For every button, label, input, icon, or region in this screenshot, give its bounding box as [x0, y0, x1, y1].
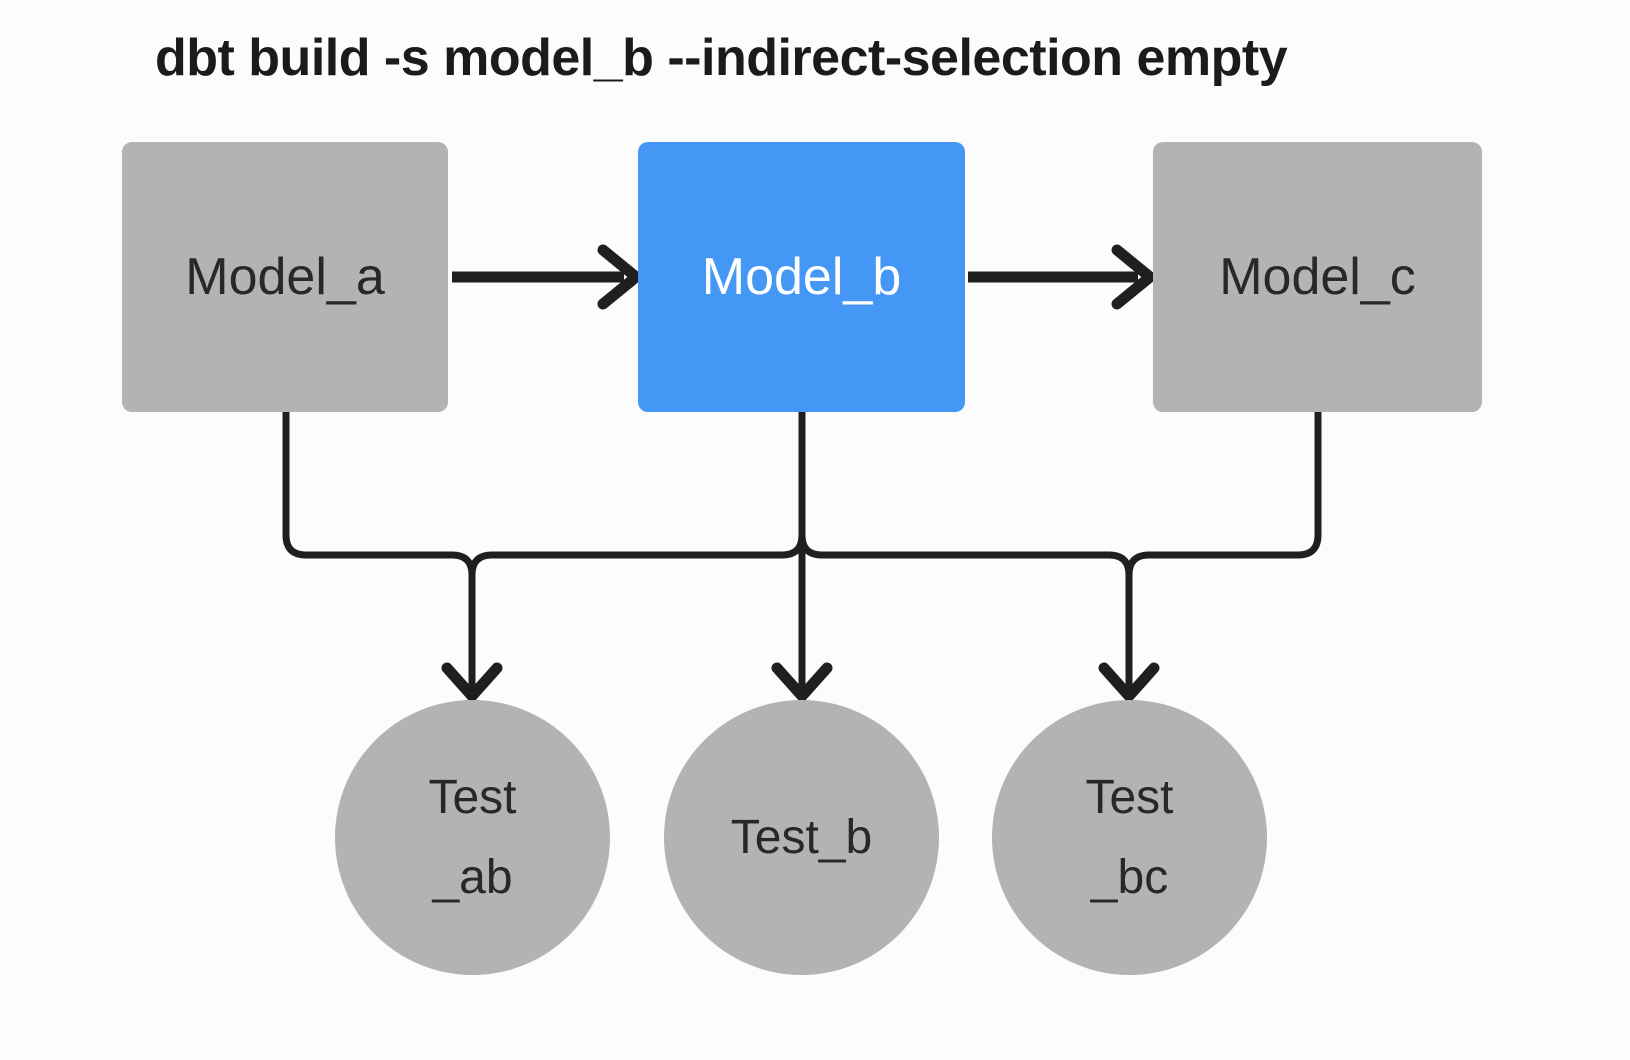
arrowhead-test-ab-icon	[441, 662, 503, 702]
node-model-b-selected: Model_b	[638, 142, 965, 412]
edge-model-c-to-test-bc	[1125, 412, 1322, 692]
node-test-ab-label-line1: Test	[428, 771, 517, 825]
node-test-bc-label-line1: Test	[1085, 771, 1174, 825]
node-test-b-label: Test_b	[730, 810, 873, 864]
arrowhead-test-bc-icon	[1098, 662, 1160, 702]
arrowhead-test-b-icon	[771, 662, 833, 702]
node-model-a: Model_a	[122, 142, 448, 412]
edge-model-b-to-test-bc	[798, 412, 1133, 692]
node-model-b-label: Model_b	[701, 248, 902, 306]
node-test-ab: Test _ab	[335, 700, 610, 975]
node-model-c: Model_c	[1153, 142, 1482, 412]
edge-model-b-to-test-ab	[468, 412, 806, 692]
node-test-bc-label-line2: _bc	[1090, 850, 1169, 904]
arrowhead-model-c-icon	[1111, 244, 1156, 310]
diagram-title: dbt build -s model_b --indirect-selectio…	[155, 29, 1288, 87]
edge-model-a-to-test-ab	[282, 412, 476, 692]
arrowhead-model-b-icon	[597, 244, 642, 310]
node-model-a-label: Model_a	[185, 248, 385, 306]
node-model-c-label: Model_c	[1219, 248, 1416, 306]
node-test-b: Test_b	[664, 700, 939, 975]
node-test-bc: Test _bc	[992, 700, 1267, 975]
node-test-ab-label-line2: _ab	[432, 850, 513, 904]
